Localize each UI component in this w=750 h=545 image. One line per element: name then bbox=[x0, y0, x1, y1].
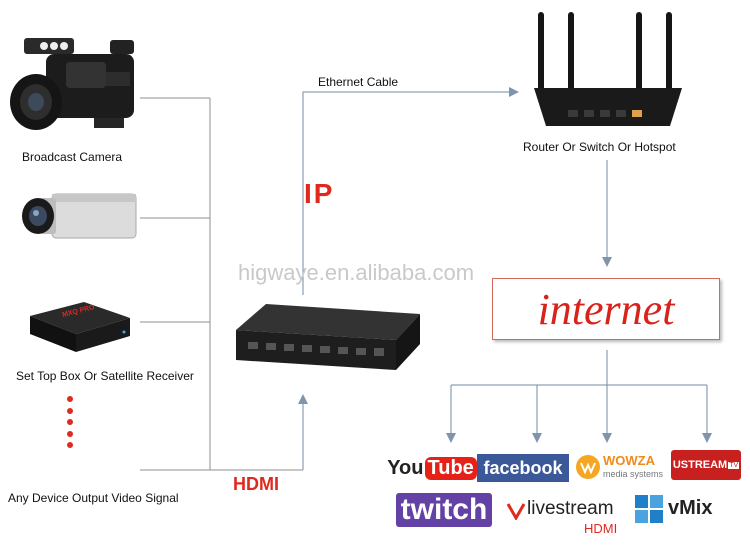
watermark: higwaye.en.alibaba.com bbox=[238, 260, 475, 285]
wowza-subtitle: media systems bbox=[603, 469, 664, 479]
ustream-tv-text: TV bbox=[728, 461, 740, 469]
broadcast-camera-label: Broadcast Camera bbox=[22, 150, 123, 164]
security-camera-image bbox=[18, 188, 140, 252]
set-top-box-label: Set Top Box Or Satellite Receiver bbox=[16, 369, 194, 383]
twitch-logo: twitch bbox=[392, 492, 496, 528]
youtube-logo: You Tube bbox=[387, 454, 477, 482]
hdmi-label: HDMI bbox=[233, 474, 279, 494]
vmix-logo: vMix bbox=[634, 494, 724, 526]
wowza-icon bbox=[576, 455, 600, 479]
internet-box: internet bbox=[492, 278, 720, 340]
livestream-icon bbox=[506, 503, 526, 520]
set-top-box-image: MXQ PRO bbox=[24, 296, 134, 360]
facebook-text: facebook bbox=[483, 457, 563, 478]
facebook-logo: facebook bbox=[477, 454, 569, 482]
router-label: Router Or Switch Or Hotspot bbox=[523, 140, 676, 154]
ustream-text: USTREAM bbox=[672, 459, 728, 471]
more-devices-dots bbox=[66, 396, 74, 448]
livestream-logo: livestream HDMI bbox=[506, 496, 630, 540]
internet-label: internet bbox=[537, 284, 675, 334]
twitch-text: twitch bbox=[395, 493, 493, 527]
vmix-text: vMix bbox=[668, 497, 713, 519]
hdmi-encoder-image bbox=[230, 300, 430, 380]
vmix-icon bbox=[635, 495, 663, 523]
youtube-tube-text: Tube bbox=[424, 456, 477, 480]
ustream-logo: USTREAM TV bbox=[671, 450, 741, 480]
any-device-label: Any Device Output Video Signal bbox=[8, 491, 179, 505]
youtube-you-text: You bbox=[387, 456, 424, 479]
router-image bbox=[528, 8, 688, 132]
ip-label: IP bbox=[304, 178, 335, 209]
livestream-hdmi-label: HDMI bbox=[584, 521, 618, 536]
wowza-logo: WOWZA media systems bbox=[575, 452, 667, 484]
livestream-text: livestream bbox=[527, 498, 614, 519]
broadcast-camera-image bbox=[6, 32, 142, 144]
wowza-text: WOWZA bbox=[603, 453, 655, 468]
ethernet-cable-label: Ethernet Cable bbox=[318, 75, 399, 89]
